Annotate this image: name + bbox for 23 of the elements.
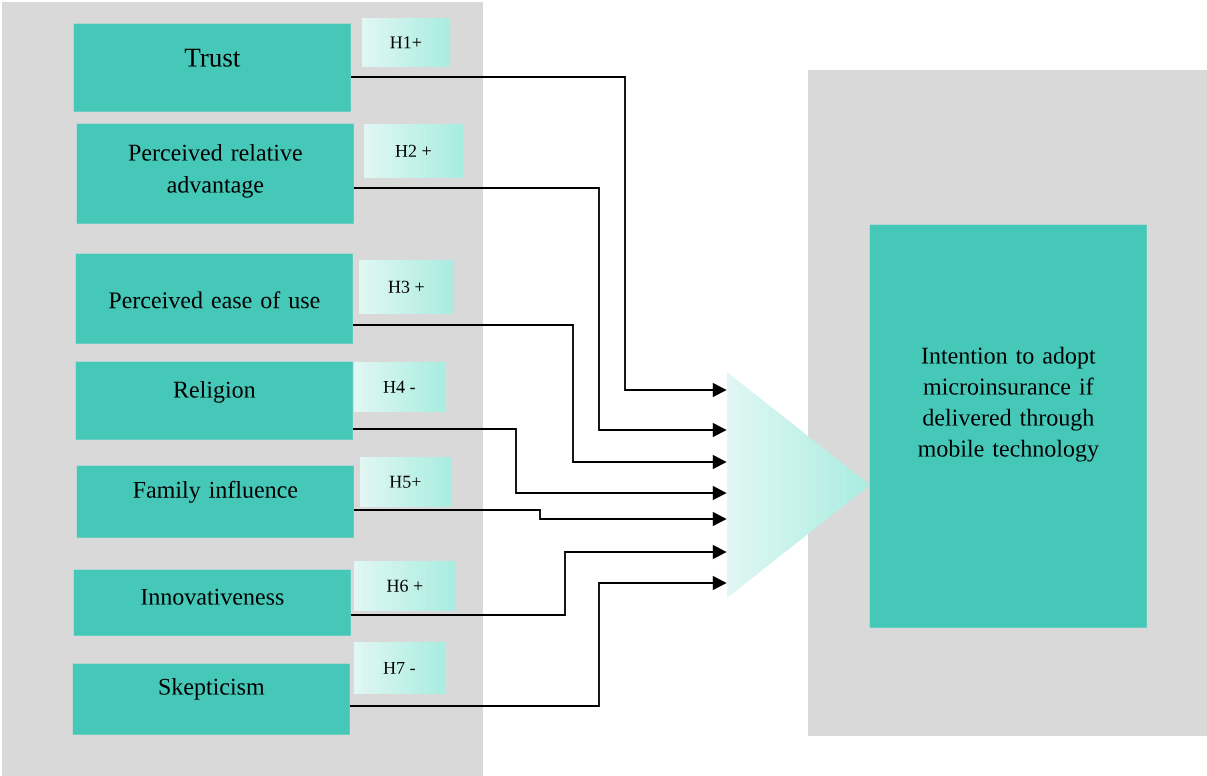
hypothesis-box: H1+ bbox=[362, 18, 450, 67]
triangle-shape bbox=[727, 372, 870, 598]
hypothesis-box: H6 + bbox=[354, 561, 456, 611]
factor-box: Family influence bbox=[76, 465, 354, 538]
node-label: H1+ bbox=[390, 36, 421, 49]
factor-box: Trust bbox=[73, 23, 351, 112]
hypothesis-box: H3 + bbox=[359, 260, 454, 314]
node-label: H5+ bbox=[389, 475, 421, 488]
factor-box: Innovativeness bbox=[73, 569, 351, 636]
node-label: H7 - bbox=[383, 661, 415, 674]
hypothesis-box: H7 - bbox=[354, 642, 445, 694]
hypothesis-box: H5+ bbox=[360, 457, 451, 507]
node-label: H3 + bbox=[388, 280, 424, 293]
node-label: H2 + bbox=[395, 144, 431, 157]
hypothesis-box: H2 + bbox=[364, 124, 463, 178]
factor-box: Perceived relative advantage bbox=[76, 123, 354, 224]
node-label: H4 - bbox=[383, 380, 415, 393]
node-label: H6 + bbox=[387, 579, 423, 592]
factor-box: Perceived ease of use bbox=[75, 253, 353, 344]
hypothesis-box: H4 - bbox=[354, 362, 445, 412]
outcome-box: Intention to adopt microinsurance if delivered through mobile technology bbox=[869, 224, 1147, 628]
factor-box: Skepticism bbox=[72, 663, 350, 735]
factor-box: Religion bbox=[75, 361, 353, 440]
